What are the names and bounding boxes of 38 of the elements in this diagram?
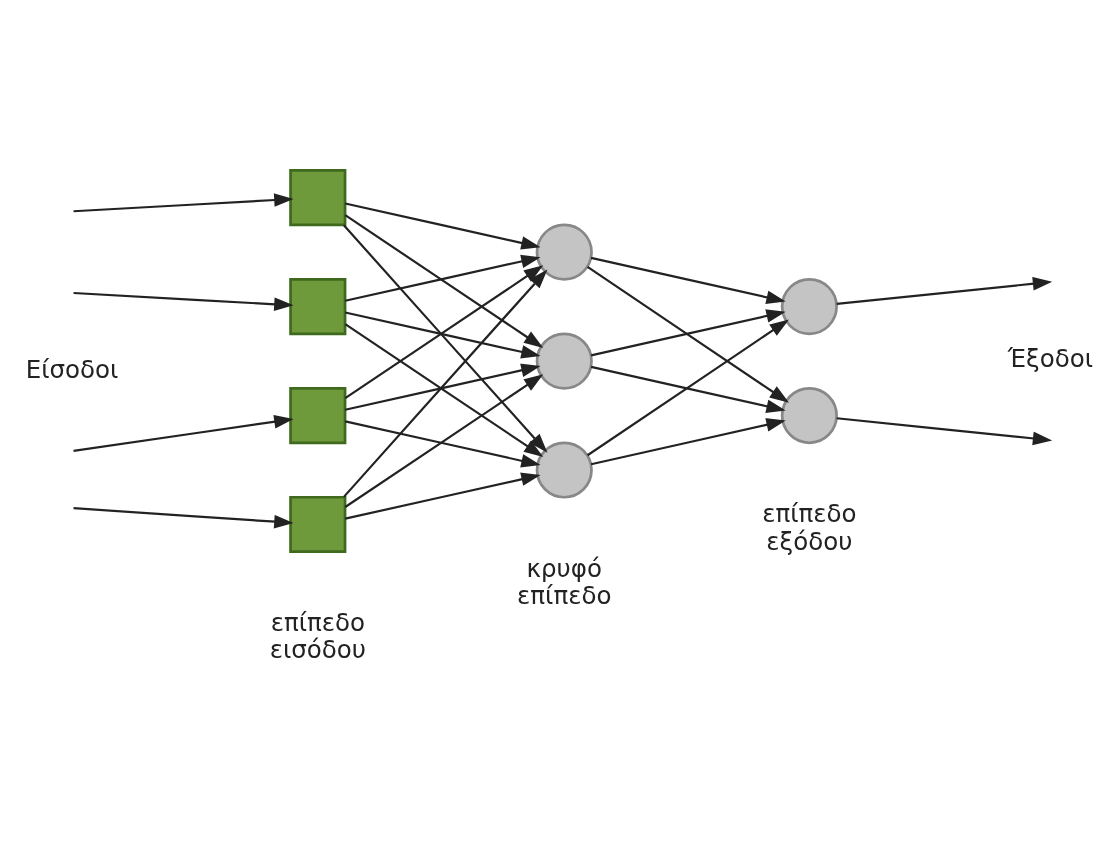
arrow: [343, 224, 548, 453]
arrow: [586, 266, 790, 403]
arrow: [73, 193, 294, 213]
node-circle: [535, 223, 593, 281]
arrow: [345, 363, 541, 411]
arrow: [73, 291, 294, 311]
arrow: [345, 420, 541, 468]
node-box: [289, 495, 347, 554]
arrow: [586, 319, 790, 457]
arrow: [590, 418, 786, 466]
node-box: [289, 386, 347, 445]
arrow: [345, 311, 541, 359]
arrow: [345, 254, 541, 302]
arrow: [345, 202, 541, 250]
node-circle: [780, 278, 838, 336]
label: Έξοδοι: [1007, 344, 1093, 374]
arrow: [836, 417, 1053, 446]
arrow: [344, 323, 544, 457]
arrow: [343, 269, 548, 498]
node-circle: [780, 386, 838, 445]
arrow: [590, 365, 786, 413]
arrow: [73, 414, 294, 452]
label: κρυφό επίπεδο: [517, 553, 612, 611]
arrow: [590, 309, 786, 357]
arrow: [590, 256, 786, 304]
arrow: [73, 507, 294, 529]
label: Είσοδοι: [25, 354, 119, 384]
arrow: [344, 265, 544, 399]
label: επίπεδο εισόδου: [269, 608, 366, 665]
arrow: [836, 277, 1053, 306]
node-circle: [535, 441, 593, 499]
arrow: [344, 214, 544, 348]
node-circle: [535, 332, 593, 390]
node-box: [289, 169, 347, 227]
arrow: [345, 472, 541, 520]
arrow: [344, 374, 544, 508]
label: επίπεδο εξόδου: [762, 499, 857, 556]
node-box: [289, 278, 347, 336]
